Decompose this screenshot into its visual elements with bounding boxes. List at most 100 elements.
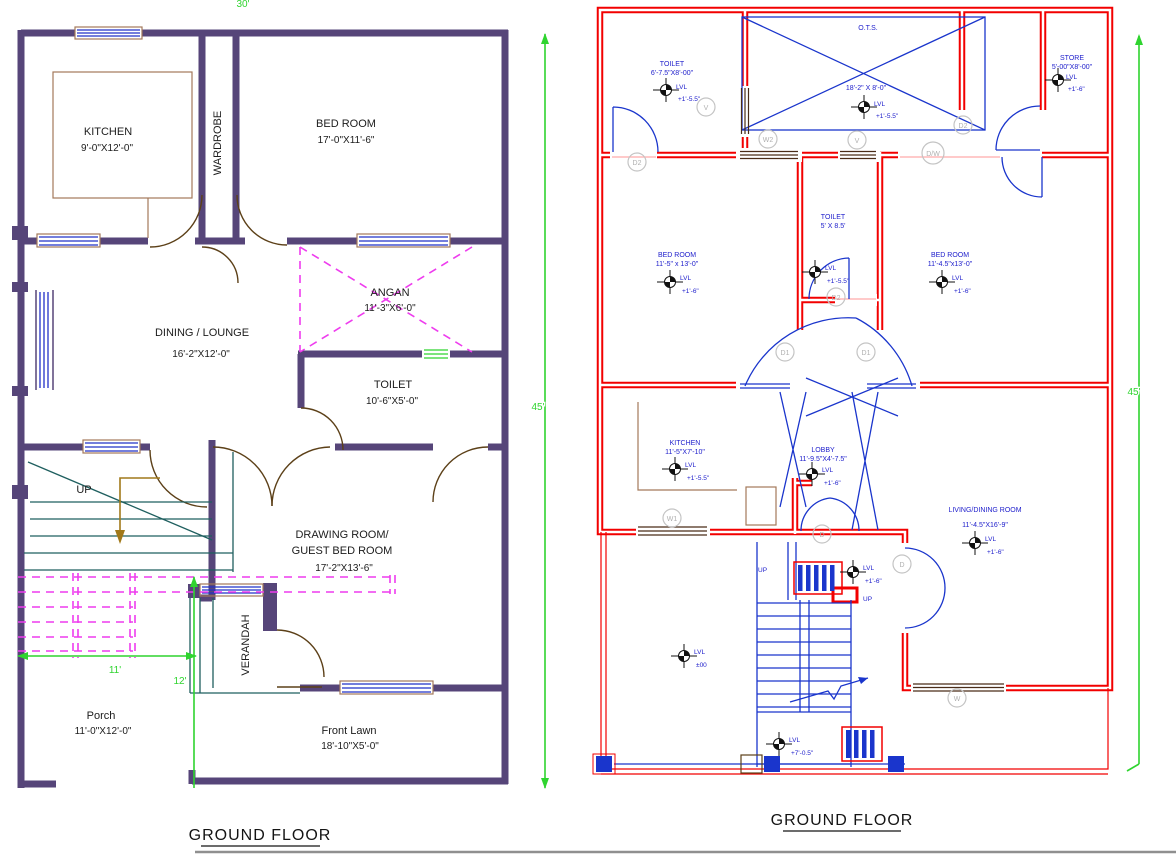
lobby-lvl: LVL (822, 467, 833, 474)
drawing-room-size: 17'-2"X13'-6" (315, 563, 373, 574)
bedroom-label: BED ROOM (316, 118, 376, 130)
angan-size: 11'-3"X6'-0" (364, 303, 416, 314)
kitchen-counter (52, 71, 193, 238)
kitchen-label: KITCHEN (84, 126, 132, 138)
right-plan-walls (596, 6, 1114, 775)
bedroom-left-label: BED ROOM (658, 252, 696, 259)
left-plan-doors (149, 194, 489, 688)
dim-stair-11: 11' (109, 665, 121, 676)
front-lawn-label: Front Lawn (321, 725, 376, 737)
rt-kitchen-label: KITCHEN (670, 440, 701, 447)
marker-v-wall: V (855, 138, 860, 145)
left-plan-dimensions: 30' 45' 11' 12' (17, 0, 549, 789)
living-label: LIVING/DINING ROOM (948, 507, 1021, 514)
living-size: 11'-4.5"X16'-9" (962, 522, 1008, 529)
ground-lvl-value: ±00 (696, 662, 707, 669)
marker-d-lobby: D (819, 532, 824, 539)
marker-d2-wc: D2 (832, 295, 841, 302)
right-floor-plan: V W2 V D/W D2 D2 D2 D1 D1 W1 D D W 45' T… (592, 6, 1143, 832)
stair-lvl-value: +1'-6" (865, 578, 882, 585)
left-plan-windows (36, 26, 451, 695)
left-floor-plan: 30' 45' 11' 12' KITCHEN 9'-0"X12'-0" WAR… (12, 0, 549, 847)
living-lvl: LVL (985, 536, 996, 543)
marker-w1: W1 (667, 516, 678, 523)
ots-label: O.T.S. (858, 25, 878, 32)
drawing-room-label-1: DRAWING ROOM/ (295, 529, 389, 541)
bedroom-left-lvl: LVL (680, 275, 691, 282)
wardrobe-label: WARDROBE (212, 111, 224, 175)
dim-right-45: 45' (1127, 387, 1140, 398)
columns (592, 753, 904, 775)
ots-lvl-value: +1'-5.5" (876, 113, 899, 120)
dim-lawn-12: 12' (173, 676, 186, 687)
dining-size: 16'-2"X12'-0" (172, 349, 230, 360)
drawing-room-label-2: GUEST BED ROOM (292, 545, 393, 557)
bedroom-left-lvl-value: +1'-6" (682, 288, 699, 295)
left-staircase (18, 452, 396, 658)
right-plan-windows (612, 88, 1004, 692)
ots-lvl: LVL (874, 101, 885, 108)
porch-size: 11'-0"X12'-0" (75, 726, 132, 737)
dining-label: DINING / LOUNGE (155, 327, 249, 339)
left-plan-labels: KITCHEN 9'-0"X12'-0" WARDROBE BED ROOM 1… (75, 111, 419, 752)
landing-lvl: LVL (789, 737, 800, 744)
bedroom-left-size: 11'-5" x 13'-0" (656, 261, 699, 268)
rt-toilet-label: TOILET (660, 61, 685, 68)
marker-d2-store: D2 (959, 123, 968, 130)
marker-v-toilet: V (704, 105, 709, 112)
stair-up-2: UP (863, 596, 872, 603)
left-plan-title: GROUND FLOOR (189, 827, 332, 844)
up-label: UP (76, 484, 91, 496)
rt-kitchen-lvl-value: +1'-5.5" (687, 475, 710, 482)
front-lawn-size: 18'-10"X5'-0" (321, 741, 379, 752)
ots-size: 18'-2" X 8'-0" (846, 85, 887, 92)
marker-w2: W2 (763, 137, 774, 144)
kitchen-size: 9'-0"X12'-0" (81, 143, 134, 154)
landing-lvl-value: +7'-0.5" (791, 750, 814, 757)
living-lvl-value: +1'-6" (987, 549, 1004, 556)
bedroom-right-size: 11'-4.5"x13'-0" (928, 261, 973, 268)
right-kitchen-counter (637, 402, 777, 526)
marker-w-living: W (954, 696, 961, 703)
marker-d2-toilet: D2 (633, 160, 642, 167)
verandah-outline (189, 598, 300, 694)
dim-top-30: 30' (236, 0, 249, 10)
angan-label: ANGAN (370, 287, 409, 299)
stair-lvl: LVL (863, 565, 874, 572)
rt-kitchen-lvl: LVL (685, 462, 696, 469)
marker-d1-left: D1 (781, 350, 790, 357)
toilet-mid-size: 5' X 8.5' (821, 223, 846, 230)
bedroom-right-lvl-value: +1'-6" (954, 288, 971, 295)
right-plan-dimensions: 45' (1126, 34, 1143, 772)
rt-kitchen-size: 11'-5"X7'-10" (665, 449, 705, 456)
level-markers (652, 67, 1072, 757)
lobby-label: LOBBY (811, 447, 835, 454)
right-plan-title: GROUND FLOOR (771, 812, 914, 829)
store-lvl-value: +1'-6" (1068, 86, 1085, 93)
porch-label: Porch (87, 710, 116, 722)
rt-toilet-lvl-value: +1'-5.5" (678, 96, 701, 103)
marker-d-living: D (899, 562, 904, 569)
ground-lvl: LVL (694, 649, 705, 656)
verandah-label: VERANDAH (240, 614, 252, 675)
rt-toilet-size: 6'-7.5"X8'-00" (651, 70, 694, 77)
opening-markers: V W2 V D/W D2 D2 D2 D1 D1 W1 D D W (627, 97, 973, 708)
lobby-size: 11'-9.5"X4'-7.5" (799, 456, 847, 463)
stair-up-1: UP (758, 567, 767, 574)
angan-hatch (299, 246, 473, 353)
store-lvl: LVL (1066, 74, 1077, 81)
rt-toilet-lvl: LVL (676, 84, 687, 91)
right-plan-doors (612, 105, 1043, 629)
marker-dw: D/W (926, 151, 940, 158)
right-plan-labels: TOILET 6'-7.5"X8'-00" LVL +1'-5.5" O.T.S… (651, 25, 1093, 757)
toilet-mid-lvl: LVL (825, 265, 836, 272)
toilet-label: TOILET (374, 379, 413, 391)
stair-direction-arrow (115, 530, 125, 544)
store-label: STORE (1060, 55, 1084, 62)
dim-left-45: 45' (531, 402, 544, 413)
marker-d1-right: D1 (862, 350, 871, 357)
ots-box (741, 16, 986, 131)
toilet-size: 10'-6"X5'-0" (366, 396, 419, 407)
lobby-lvl-value: +1'-6" (824, 480, 841, 487)
